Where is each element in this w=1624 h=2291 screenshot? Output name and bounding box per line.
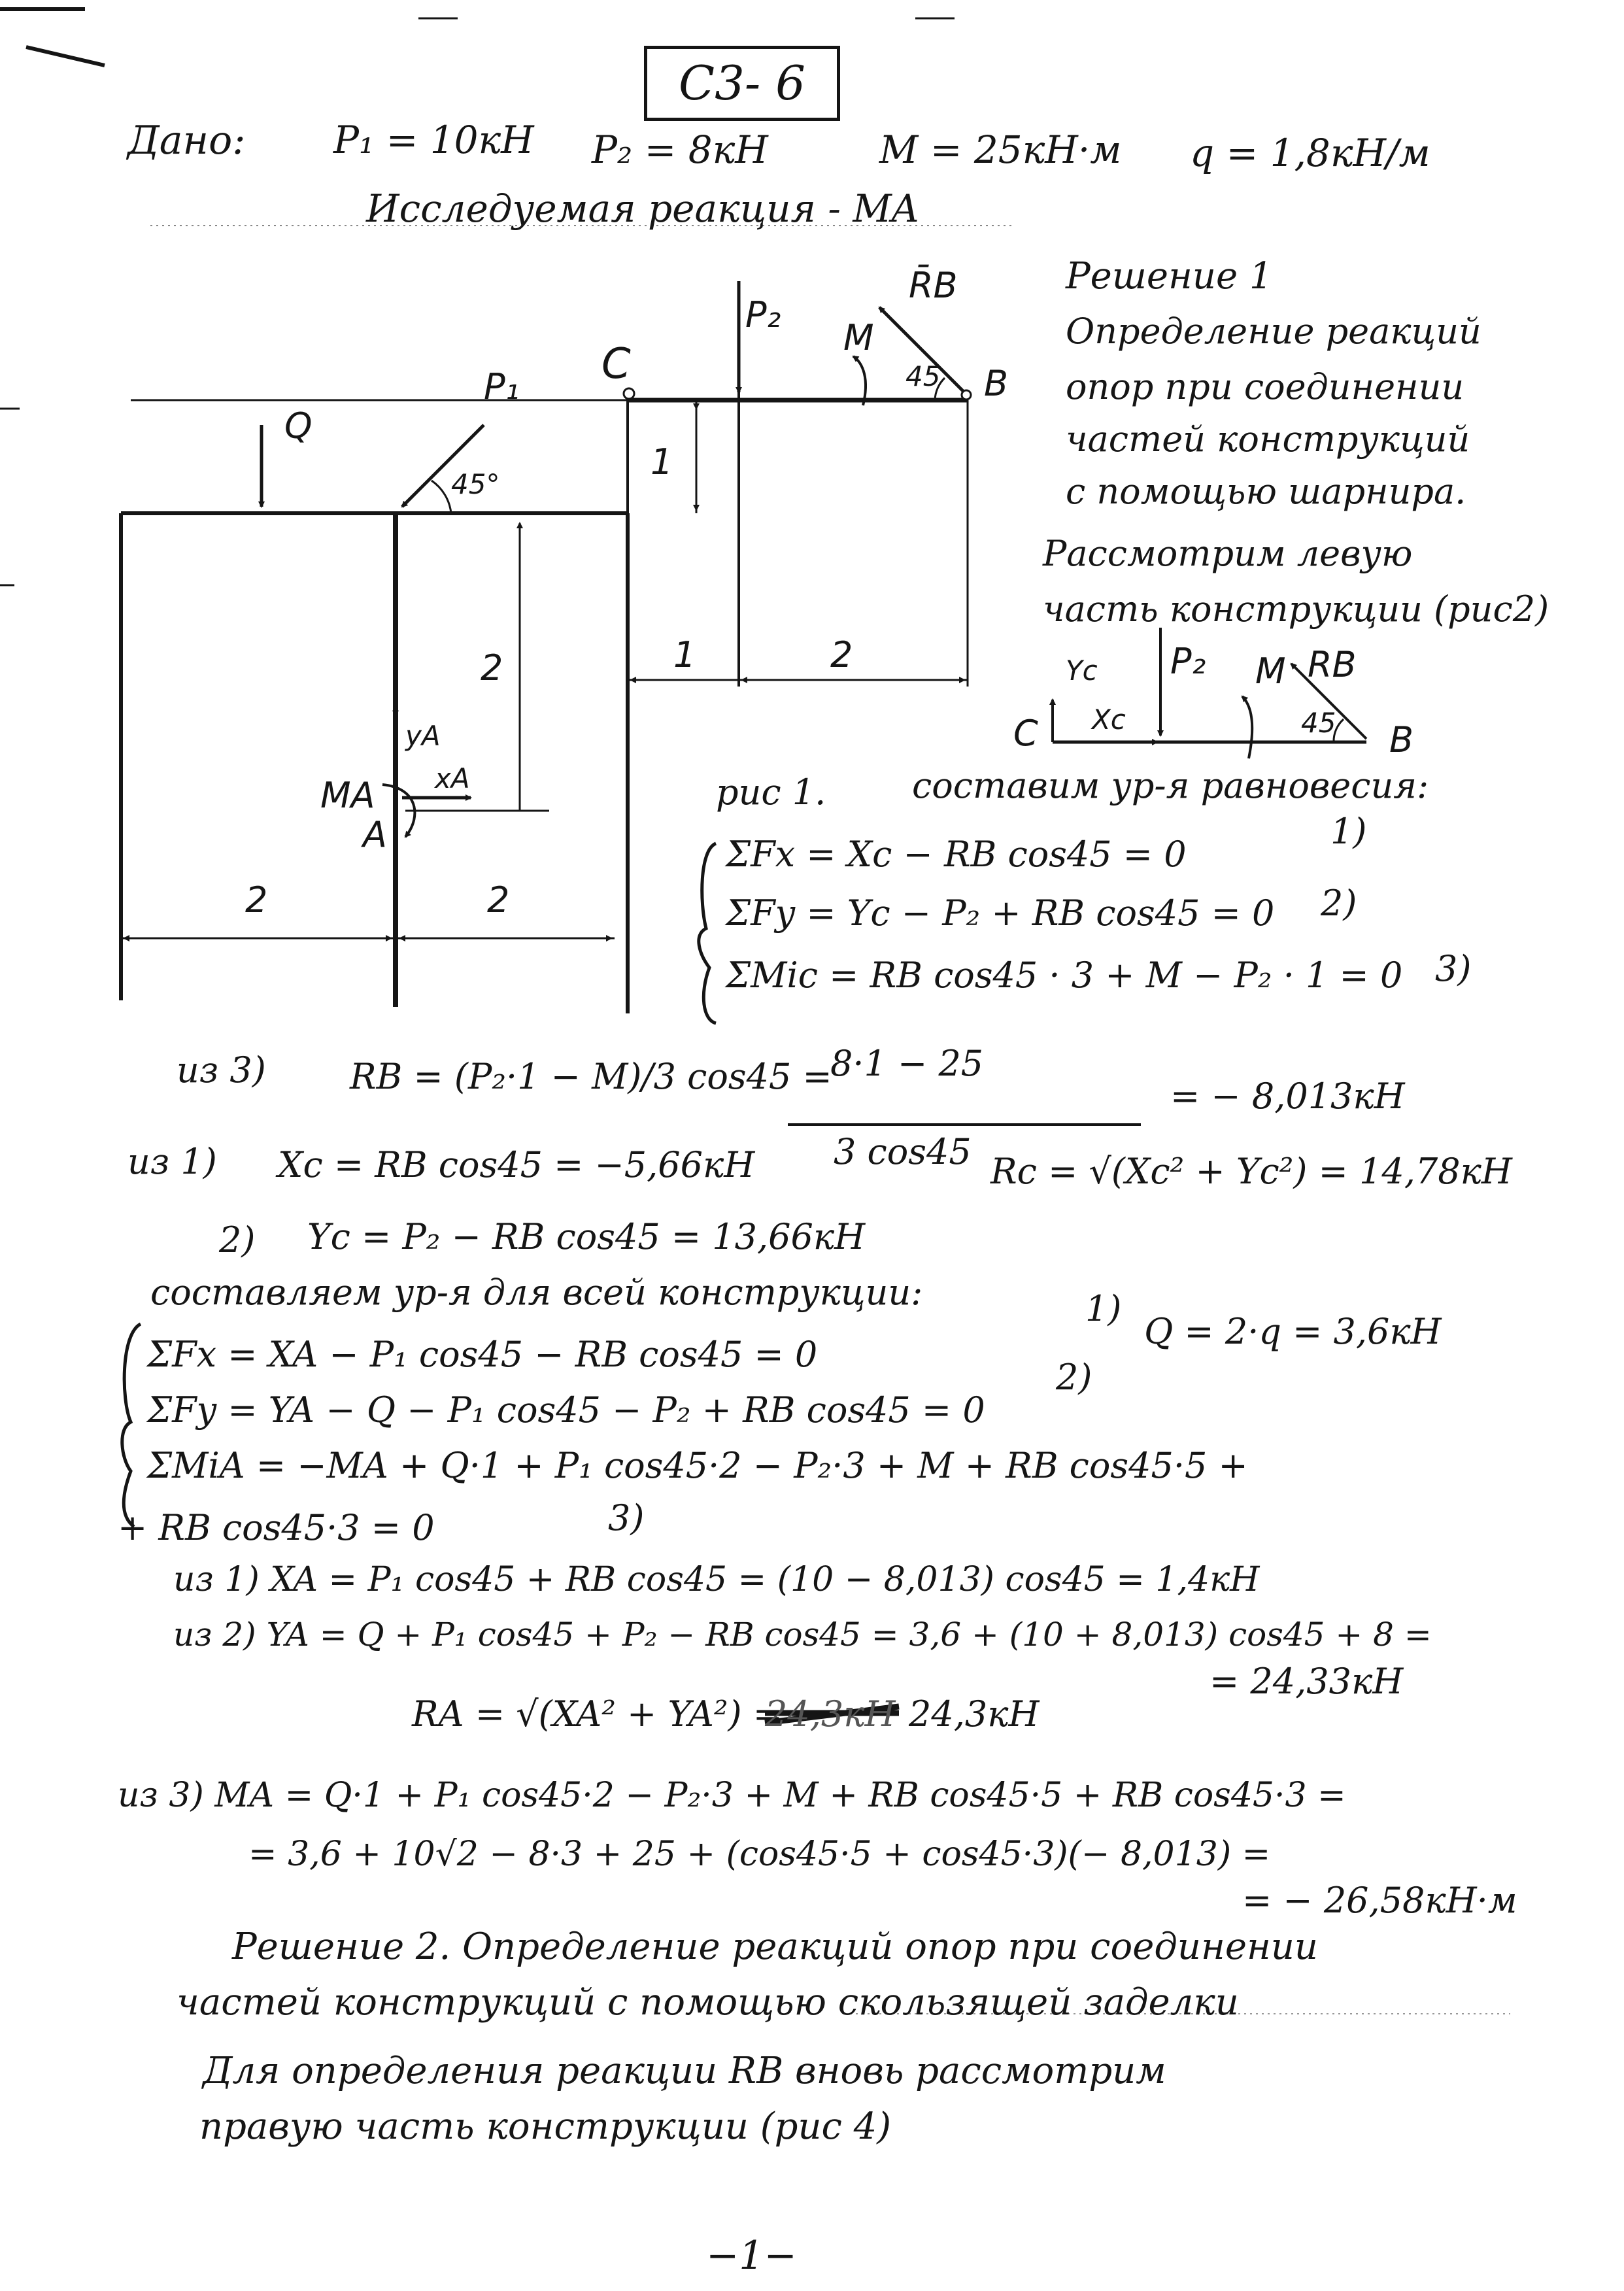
fig1-dim-mid-left: 1 (673, 634, 696, 675)
results1-yc-prefix: 2) (219, 1219, 256, 1261)
given-label: Дано: (127, 118, 246, 163)
fig1-label-xa: xA (435, 762, 470, 794)
results2-xa: из 1) XA = P₁ cos45 + RB cos45 = (10 − 8… (173, 1560, 1260, 1599)
results2-ya: из 2) YA = Q + P₁ cos45 + P₂ − RB cos45 … (173, 1616, 1432, 1654)
results2-ma-result: = − 26,58кН·м (1242, 1880, 1517, 1921)
results1-rc: Rc = √(Xc² + Yc²) = 14,78кН (990, 1151, 1512, 1192)
fig1-label-m: M (843, 317, 874, 358)
fig1-dim-bottom-right: 2 (487, 879, 510, 921)
given-m: M = 25кН·м (879, 127, 1122, 172)
fig1-label-ma: MA (320, 775, 375, 816)
fig1-label-q: Q (284, 405, 313, 447)
fig2-label-b: B (1389, 719, 1414, 760)
solution1-line-3: частей конструкций (1066, 418, 1470, 460)
results2-ya-result: = 24,33кН (1210, 1661, 1404, 1702)
solution1-heading: Решение 1 (1066, 255, 1273, 297)
target-reaction: Исследуемая реакция - MA (366, 186, 919, 231)
fig1-label-ya: yA (405, 720, 441, 752)
equations2-eq2: ΣFy = YA − Q − P₁ cos45 − P₂ + RB cos45 … (147, 1389, 985, 1431)
fig1-dim-top: 1 (651, 441, 673, 483)
given-p2: P₂ = 8кН (592, 127, 768, 172)
results2-ra: RA = √(XA² + YA²) = (412, 1693, 783, 1735)
equations2-eq1-num: 1) (1085, 1288, 1122, 1329)
equations2-eq3: ΣMiA = −MA + Q·1 + P₁ cos45·2 − P₂·3 + M… (147, 1445, 1248, 1486)
equations1-eq1: ΣFx = Xc − RB cos45 = 0 (726, 834, 1187, 875)
solution1-line-5: Рассмотрим левую (1043, 533, 1413, 574)
results2-ra-value: 24,3кН (909, 1693, 1040, 1735)
fig2-label-yc: Yc (1066, 654, 1098, 687)
fig1-dim-bottom-left: 2 (245, 879, 268, 921)
task-title-box: С3- 6 (644, 46, 840, 121)
equations2-eq2-num: 2) (1056, 1357, 1092, 1398)
equations1-intro: составим ур-я равновесия: (912, 765, 1429, 806)
results1-rb-denominator: 3 cos45 (834, 1131, 972, 1172)
equations2-eq3-cont: + RB cos45·3 = 0 (118, 1507, 435, 1548)
solution2-line-1: Решение 2. Определение реакций опор при … (232, 1926, 1318, 1968)
results1-yc: Yc = P₂ − RB cos45 = 13,66кН (307, 1216, 866, 1257)
results1-xc: Xc = RB cos45 = −5,66кН (278, 1144, 755, 1185)
fig2-label-c: C (1013, 713, 1038, 754)
fig2-label-m: M (1255, 651, 1286, 692)
results2-ra-struck: 24,3кН (765, 1693, 896, 1735)
fig1-label-rb: R̄B (909, 265, 958, 306)
solution2-line-4: правую часть конструкции (рис 4) (199, 2105, 892, 2148)
scan-marks (0, 7, 955, 586)
results1-rb-expr: RB = (P₂·1 − M)/3 cos45 = (350, 1056, 832, 1097)
system-braces (120, 841, 1141, 1528)
results1-rb-result: = − 8,013кН (1170, 1076, 1405, 1117)
fig2-label-xc: Xc (1092, 704, 1126, 736)
results1-rb-numerator: 8·1 − 25 (830, 1043, 984, 1084)
fig1-label-p2: P₂ (745, 294, 781, 335)
fig1-angle-rb: 45 (905, 360, 941, 392)
solution1-line-1: Определение реакций (1066, 311, 1481, 352)
equations2-intro: составляем ур-я для всей конструкции: (150, 1272, 923, 1313)
fig1-label-c: C (601, 340, 631, 388)
solution1-line-6: часть конструкции (рис2) (1043, 588, 1549, 630)
figure-1 (119, 281, 972, 1013)
equations1-eq2-num: 2) (1321, 883, 1357, 924)
fig2-label-rb: RB (1308, 644, 1357, 685)
equations2-q-value: Q = 2·q = 3,6кН (1144, 1311, 1442, 1352)
fig1-label-b: B (984, 363, 1009, 404)
fig1-label-p1: P₁ (484, 366, 520, 407)
solution2-line-2: частей конструкций с помощью скользящей … (177, 1981, 1239, 2024)
given-p1: P₁ = 10кН (333, 118, 534, 162)
equations2-eq1: ΣFx = XA − P₁ cos45 − RB cos45 = 0 (147, 1334, 818, 1375)
fig1-dim-mid-right: 2 (830, 634, 853, 675)
solution1-line-2: опор при соединении (1066, 366, 1464, 407)
task-title: С3- 6 (679, 56, 805, 110)
fig2-angle: 45 (1301, 707, 1336, 739)
equations1-eq2: ΣFy = Yc − P₂ + RB cos45 = 0 (726, 892, 1275, 934)
fig2-label-p2: P₂ (1170, 641, 1206, 682)
equations1-eq3-num: 3) (1435, 948, 1472, 989)
solution2-line-3: Для определения реакции RB вновь рассмот… (203, 2050, 1166, 2092)
fig1-angle-p1: 45° (451, 468, 500, 500)
figure-2 (1049, 628, 1368, 759)
given-q: q = 1,8кН/м (1190, 131, 1430, 175)
results2-ma-line1: из 3) MA = Q·1 + P₁ cos45·2 − P₂·3 + M +… (118, 1776, 1346, 1815)
equations1-eq1-num: 1) (1330, 811, 1367, 852)
page-number: −1− (706, 2233, 797, 2279)
fig1-caption: рис 1. (716, 772, 826, 813)
equations2-eq3-num: 3) (608, 1497, 645, 1538)
results2-ma-line2: = 3,6 + 10√2 − 8·3 + 25 + (cos45·5 + cos… (248, 1835, 1271, 1874)
solution1-line-4: с помощью шарнира. (1066, 471, 1466, 512)
results1-xc-prefix: из 1) (127, 1141, 217, 1182)
results1-rb-prefix: из 3) (177, 1049, 266, 1091)
equations1-eq3: ΣMic = RB cos45 · 3 + M − P₂ · 1 = 0 (726, 955, 1403, 996)
fig1-label-a: A (363, 814, 387, 855)
fig1-dim-vertical: 2 (481, 647, 503, 688)
struck-value-scribble (764, 1703, 900, 1726)
